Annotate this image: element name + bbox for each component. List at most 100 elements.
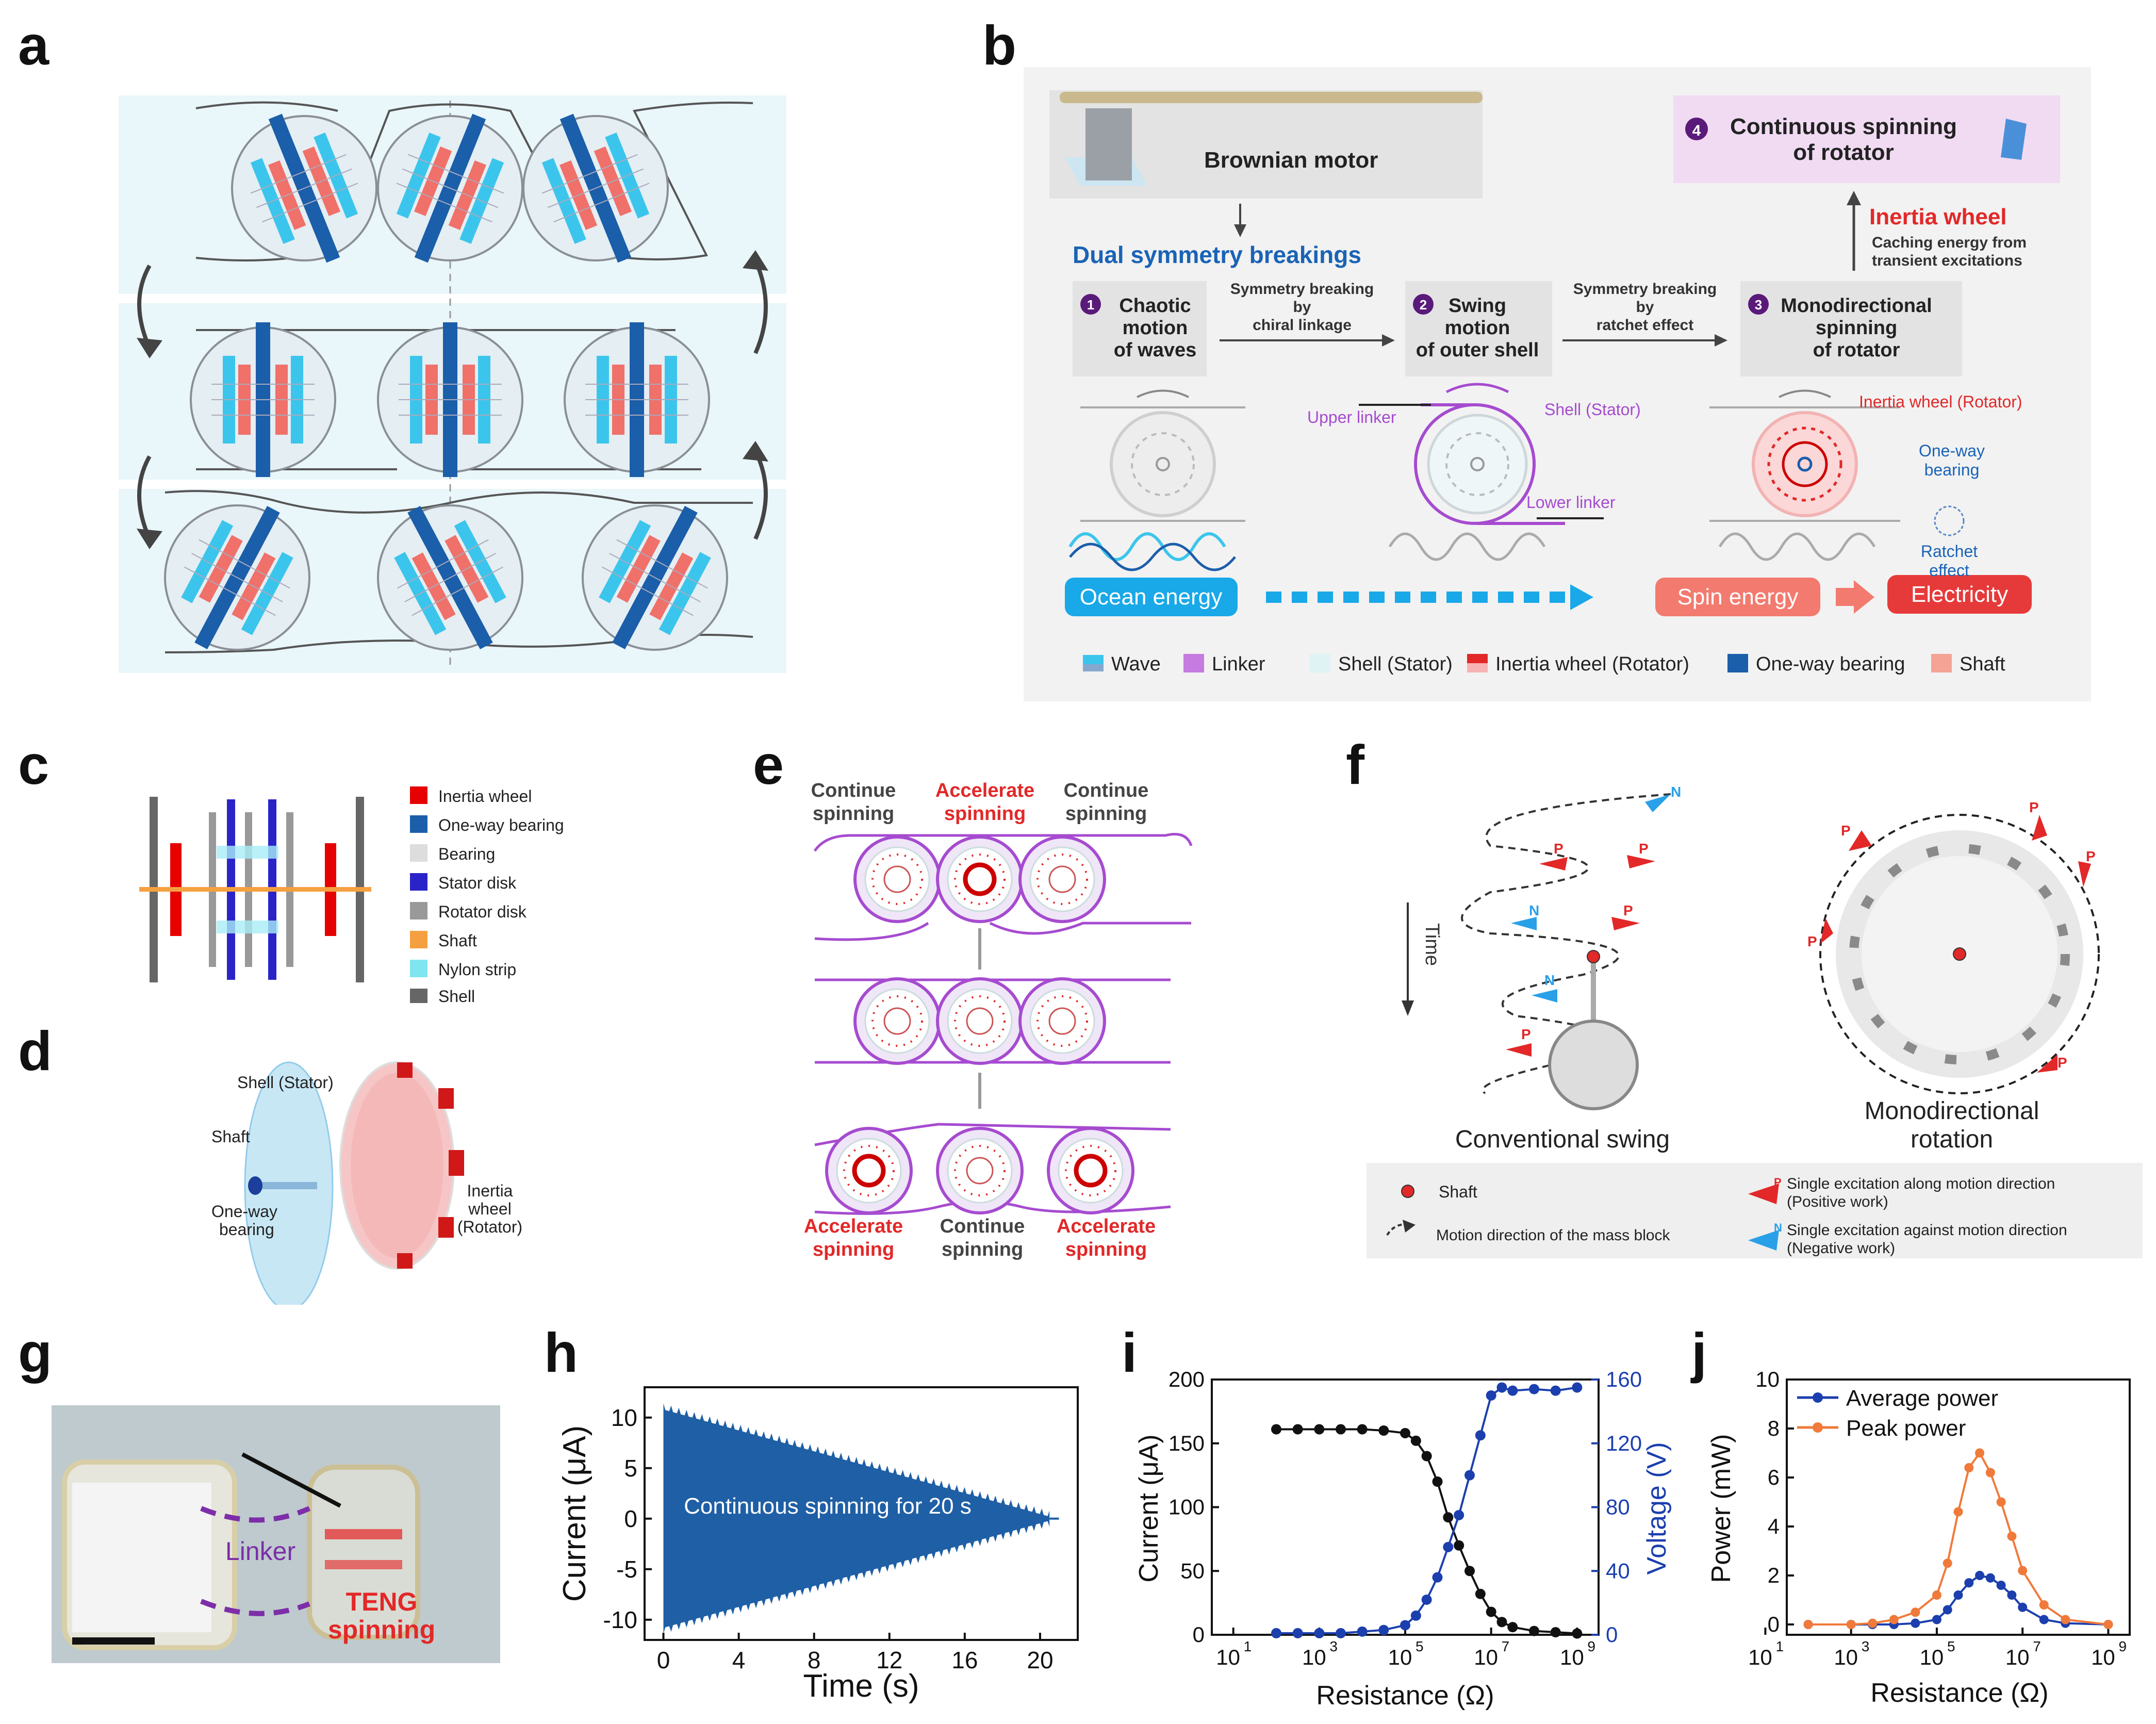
i-point-1 — [1421, 1594, 1432, 1605]
f-legend-neg1: Single excitation against motion directi… — [1787, 1222, 2067, 1239]
b-sb2-l1: Symmetry breaking — [1573, 281, 1717, 298]
i-point-1 — [1496, 1382, 1507, 1393]
i-xtick-label: 10 — [1388, 1645, 1412, 1669]
e-label-continue-2: Continue — [1064, 780, 1149, 801]
panel-label-f: f — [1346, 733, 1364, 796]
j-point-1 — [1868, 1618, 1878, 1628]
b-sb2-l3: ratchet effect — [1597, 317, 1693, 334]
h-ylabel: Current (μA) — [557, 1425, 593, 1602]
f-p-2: P — [1639, 841, 1649, 857]
panel-label-i: i — [1122, 1321, 1138, 1384]
i-xtick-label: 10 — [1560, 1645, 1584, 1669]
i-point-0 — [1443, 1512, 1454, 1523]
c-legend-bearing: Bearing — [438, 845, 495, 863]
j-point-1 — [1964, 1463, 1974, 1472]
c-legend-inertia: Inertia wheel — [438, 787, 532, 806]
b-brownian-motor: Brownian motor — [1204, 147, 1378, 173]
i-point-0 — [1550, 1627, 1561, 1638]
e-label-continue-1: Continue — [811, 780, 896, 801]
i-point-0 — [1507, 1622, 1518, 1633]
f-p-1: P — [1554, 841, 1563, 857]
b-inertia-rotator: Inertia wheel (Rotator) — [1859, 392, 2022, 411]
j-ytick-label: 8 — [1768, 1416, 1780, 1440]
b-sb2-l2: by — [1636, 299, 1654, 316]
i-ytick-label: 50 — [1180, 1558, 1205, 1583]
b-oneway1: One-way — [1919, 441, 1985, 460]
j-xtick-exp: 1 — [1775, 1638, 1784, 1654]
f-p-4: P — [1521, 1026, 1531, 1042]
j-legend-marker — [1813, 1422, 1823, 1433]
i-point-1 — [1378, 1624, 1389, 1635]
j-point-1 — [1953, 1507, 1963, 1517]
h-ytick-label: -10 — [603, 1606, 637, 1633]
b-ratchet2: effect — [1929, 561, 1969, 580]
j-point-1 — [2018, 1566, 2028, 1575]
j-ytick-label: 2 — [1768, 1563, 1780, 1587]
i-xtick-label: 10 — [1216, 1645, 1240, 1669]
i-point-1 — [1314, 1628, 1325, 1638]
b-ratchet1: Ratchet — [1921, 542, 1978, 561]
i-point-0 — [1486, 1606, 1496, 1617]
b-step1-num: 1 — [1087, 297, 1094, 313]
j-legend-marker — [1813, 1392, 1823, 1403]
i-xtick-exp: 9 — [1587, 1638, 1595, 1654]
j-point-1 — [1803, 1620, 1813, 1629]
b-step2-l1: Swing — [1449, 295, 1506, 317]
panel-f-diagram: Time P P P N N N P P P P P P Conventiona… — [1367, 784, 2143, 1258]
b-upper-linker: Upper linker — [1307, 408, 1396, 426]
j-ytick-label: 10 — [1755, 1367, 1780, 1391]
f-legend-p: P — [1774, 1176, 1782, 1189]
h-ytick-label: -5 — [616, 1556, 637, 1583]
j-point-1 — [1985, 1468, 1995, 1477]
i-point-1 — [1432, 1572, 1443, 1583]
b-legend-shaft: Shaft — [1960, 653, 2005, 675]
i-point-0 — [1400, 1427, 1410, 1438]
j-xtick-exp: 5 — [1947, 1638, 1955, 1654]
b-sb1-l2: by — [1293, 299, 1311, 316]
b-inertia-desc1: Caching energy from — [1872, 234, 2027, 251]
j-xtick-exp: 3 — [1862, 1638, 1870, 1654]
j-legend-label: Average power — [1846, 1386, 1998, 1411]
b-step1-l1: Chaotic — [1119, 295, 1191, 317]
i-point-0 — [1271, 1424, 1281, 1435]
f-p-5: P — [1841, 823, 1851, 839]
f-legend-motion: Motion direction of the mass block — [1436, 1227, 1671, 1244]
i-point-1 — [1572, 1382, 1583, 1393]
b-step2-num: 2 — [1420, 297, 1427, 313]
f-n-3: N — [1544, 972, 1555, 988]
e-label-spinning-2: spinning — [944, 803, 1026, 825]
d-inertia3: (Rotator) — [457, 1218, 522, 1236]
panel-label-e: e — [753, 733, 784, 796]
i-point-1 — [1400, 1620, 1410, 1631]
i-point-1 — [1271, 1628, 1281, 1638]
d-inertia1: Inertia — [467, 1181, 513, 1200]
j-legend-label: Peak power — [1846, 1416, 1966, 1441]
h-xlabel: Time (s) — [803, 1668, 919, 1704]
f-p-6: P — [2029, 799, 2039, 815]
f-legend-neg2: (Negative work) — [1787, 1240, 1895, 1257]
b-step3-num: 3 — [1755, 297, 1762, 313]
b-step1-l3: of waves — [1114, 339, 1197, 361]
b-legend-inertia: Inertia wheel (Rotator) — [1495, 653, 1689, 675]
f-p-7: P — [2086, 848, 2096, 864]
h-ytick-label: 0 — [624, 1505, 637, 1532]
i-point-1 — [1336, 1628, 1346, 1638]
j-point-0 — [2018, 1602, 2028, 1612]
i-point-1 — [1410, 1610, 1421, 1621]
i-point-0 — [1357, 1424, 1368, 1435]
e-label-continue-3: Continue — [940, 1216, 1025, 1237]
i-point-1 — [1475, 1430, 1486, 1441]
i-ytick-label: 150 — [1168, 1431, 1205, 1455]
panel-label-b: b — [982, 14, 1016, 76]
b-step3-l2: spinning — [1816, 317, 1897, 339]
i-point-1 — [1443, 1541, 1454, 1552]
i-y2tick-label: 160 — [1606, 1367, 1642, 1391]
panel-a-diagram — [119, 95, 786, 673]
f-p-9: P — [2058, 1055, 2067, 1071]
b-legend-oneway: One-way bearing — [1756, 653, 1905, 675]
panel-c-diagram: Inertia wheel One-way bearing Bearing St… — [139, 786, 564, 1003]
j-point-1 — [2007, 1532, 2017, 1541]
i-xtick-exp: 5 — [1416, 1638, 1424, 1654]
b-step1-l2: motion — [1123, 317, 1188, 339]
panel-label-h: h — [544, 1321, 578, 1384]
